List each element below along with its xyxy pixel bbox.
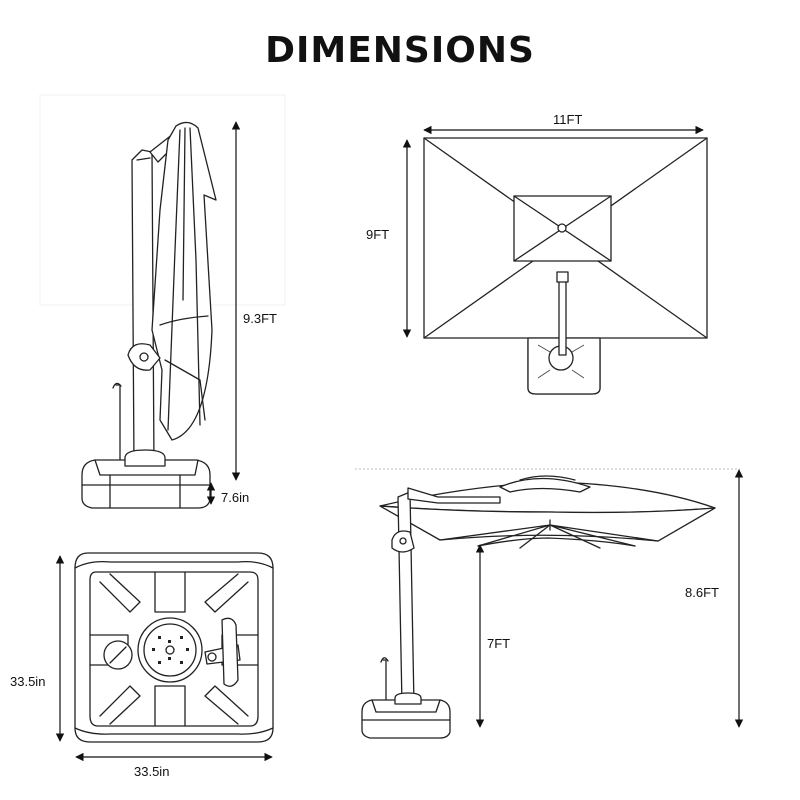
top-width-label: 11FT [553, 112, 582, 127]
page-title: DIMENSIONS [265, 30, 535, 71]
base-depth-label: 33.5in [10, 674, 45, 689]
top-view-umbrella [423, 137, 708, 395]
open-side-view-umbrella [355, 468, 740, 739]
side-view-umbrella [39, 94, 286, 509]
base-height-label: 7.6in [221, 490, 249, 505]
base-top-view [74, 552, 274, 743]
top-depth-label: 9FT [366, 227, 389, 242]
clearance-height-label: 7FT [487, 636, 510, 651]
base-width-label: 33.5in [134, 764, 169, 779]
side-height-label: 9.3FT [243, 311, 277, 326]
overall-height-label: 8.6FT [685, 585, 719, 600]
